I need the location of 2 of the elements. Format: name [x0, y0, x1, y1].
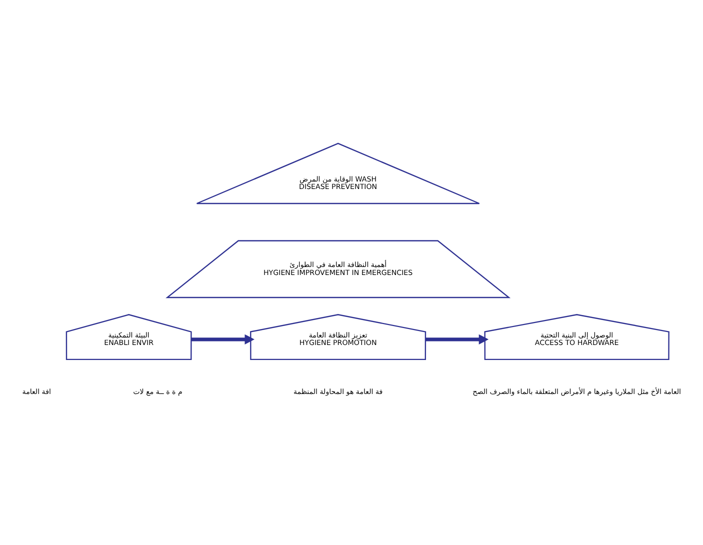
arrow — [426, 334, 489, 344]
arrow — [191, 334, 254, 344]
